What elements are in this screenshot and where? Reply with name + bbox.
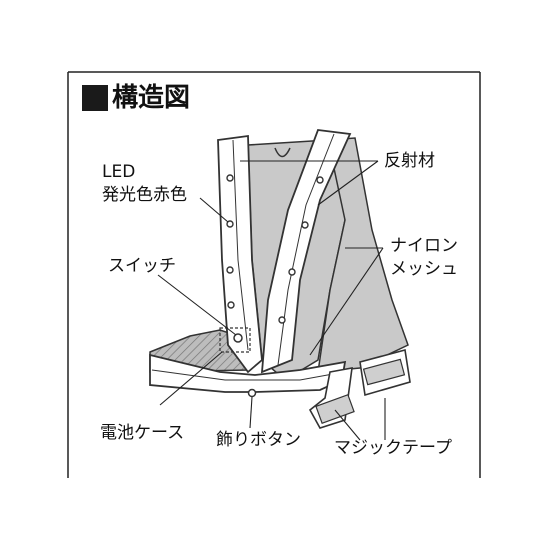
- led-dot: [288, 268, 296, 276]
- label-battery-case: 電池ケース: [100, 423, 185, 443]
- led-dot: [226, 220, 234, 228]
- led-dot: [227, 301, 235, 309]
- diagram-heading: 構造図: [82, 83, 190, 113]
- heading-title: 構造図: [112, 83, 191, 113]
- label-decor-button: 飾りボタン: [216, 430, 301, 450]
- leader-velcro-2: [334, 409, 361, 441]
- leader-battery: [159, 351, 223, 406]
- left-reflective-strap: [217, 134, 263, 374]
- heading-square-icon: [82, 85, 108, 111]
- leader-led: [199, 197, 229, 223]
- label-led-line2: 発光色赤色: [102, 185, 187, 205]
- led-dots-right: [278, 176, 324, 324]
- led-dot: [278, 316, 286, 324]
- led-dot: [226, 266, 234, 274]
- neck-notch: [274, 147, 291, 158]
- switch-knob: [233, 333, 243, 343]
- label-switch: スイッチ: [108, 256, 176, 276]
- battery-case-outline: [219, 327, 251, 353]
- led-dot: [301, 221, 309, 229]
- label-nylon-line1: ナイロン: [390, 236, 458, 256]
- label-reflector: 反射材: [384, 151, 435, 171]
- leader-switch: [157, 274, 237, 336]
- led-dot: [226, 174, 234, 182]
- leader-reflector-2: [317, 160, 379, 206]
- velcro-tab-right-patch: [362, 358, 406, 386]
- label-led-line1: LED: [102, 162, 136, 182]
- led-dot: [316, 176, 324, 184]
- right-strap-inner-line: [277, 133, 335, 366]
- right-reflective-strap: [260, 129, 352, 374]
- label-velcro: マジックテープ: [334, 438, 452, 458]
- decor-button-dot: [247, 388, 257, 398]
- velcro-tab-left-patch: [315, 393, 355, 425]
- left-strap-inner-line: [232, 139, 249, 351]
- label-nylon-line2: メッシュ: [390, 259, 458, 279]
- led-dots-left: [226, 174, 235, 309]
- leader-nylon-2: [309, 247, 384, 356]
- leader-decor-button: [249, 396, 253, 429]
- bottom-band-inner-line: [151, 369, 345, 381]
